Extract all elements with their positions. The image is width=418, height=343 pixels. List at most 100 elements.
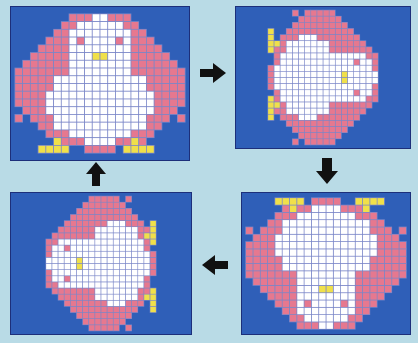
white-tile [100, 130, 108, 138]
white-tile [317, 47, 323, 53]
pink-tile [150, 251, 156, 257]
penguin-panel-upright [10, 6, 190, 161]
pink-tile [138, 288, 144, 294]
pink-tile [150, 270, 156, 276]
pink-tile [131, 29, 139, 37]
pink-tile [70, 214, 76, 220]
white-tile [119, 257, 125, 263]
pink-tile [274, 47, 280, 53]
pink-tile [274, 53, 280, 59]
white-tile [333, 278, 340, 285]
white-tile [292, 108, 298, 114]
pink-tile [30, 114, 38, 122]
pink-tile [154, 114, 162, 122]
white-tile [297, 307, 304, 314]
white-tile [305, 102, 311, 108]
pink-tile [354, 108, 360, 114]
pink-tile [61, 53, 69, 61]
white-tile [354, 78, 360, 84]
pink-tile [363, 271, 370, 278]
white-tile [119, 233, 125, 239]
pink-tile [354, 35, 360, 41]
pink-tile [348, 205, 355, 212]
white-tile [85, 99, 93, 107]
white-tile [70, 257, 76, 263]
pink-tile [377, 264, 384, 271]
white-tile [354, 53, 360, 59]
white-tile [115, 91, 123, 99]
pink-tile [260, 278, 267, 285]
pink-tile [131, 22, 139, 30]
pink-tile [275, 256, 282, 263]
pink-tile [126, 196, 132, 202]
white-tile [341, 234, 348, 241]
white-tile [335, 71, 341, 77]
white-tile [76, 276, 82, 282]
white-tile [85, 45, 93, 53]
white-tile [113, 270, 119, 276]
pink-tile [377, 242, 384, 249]
pink-tile [107, 202, 113, 208]
white-tile [139, 107, 147, 115]
white-tile [119, 282, 125, 288]
white-tile [113, 245, 119, 251]
white-tile [46, 91, 54, 99]
white-tile [286, 84, 292, 90]
pink-tile [46, 60, 54, 68]
white-tile [139, 91, 147, 99]
white-tile [115, 22, 123, 30]
pink-tile [154, 107, 162, 115]
white-tile [274, 65, 280, 71]
white-tile [304, 220, 311, 227]
white-tile [85, 60, 93, 68]
white-tile [83, 245, 89, 251]
pink-tile [70, 294, 76, 300]
pink-tile [38, 60, 46, 68]
pink-tile [329, 102, 335, 108]
pink-tile [113, 306, 119, 312]
white-tile [319, 227, 326, 234]
pink-tile [275, 271, 282, 278]
white-tile [126, 245, 132, 251]
pink-tile [292, 10, 298, 16]
white-tile [341, 53, 347, 59]
white-tile [115, 45, 123, 53]
white-tile [323, 84, 329, 90]
white-tile [348, 78, 354, 84]
white-tile [77, 130, 85, 138]
pink-tile [115, 37, 123, 45]
pink-tile [119, 208, 125, 214]
white-tile [107, 294, 113, 300]
pink-tile [107, 313, 113, 319]
white-tile [348, 220, 355, 227]
white-tile [348, 278, 355, 285]
white-tile [360, 59, 366, 65]
white-tile [298, 102, 304, 108]
white-tile [115, 53, 123, 61]
white-tile [333, 300, 340, 307]
pink-tile [260, 242, 267, 249]
white-tile [292, 96, 298, 102]
pink-tile [280, 47, 286, 53]
pink-tile [132, 221, 138, 227]
pink-tile [170, 68, 178, 76]
pink-tile [305, 133, 311, 139]
white-tile [286, 53, 292, 59]
white-tile [108, 45, 116, 53]
pink-tile [335, 41, 341, 47]
yellow-tile [355, 198, 362, 205]
white-tile [69, 114, 77, 122]
pink-tile [107, 214, 113, 220]
white-tile [360, 90, 366, 96]
pink-tile [126, 325, 132, 331]
yellow-tile [144, 294, 150, 300]
white-tile [319, 256, 326, 263]
yellow-tile [282, 198, 289, 205]
yellow-tile [76, 257, 82, 263]
white-tile [355, 234, 362, 241]
pink-tile [399, 242, 406, 249]
white-tile [326, 278, 333, 285]
pink-tile [154, 122, 162, 130]
white-tile [286, 108, 292, 114]
white-tile [123, 107, 131, 115]
